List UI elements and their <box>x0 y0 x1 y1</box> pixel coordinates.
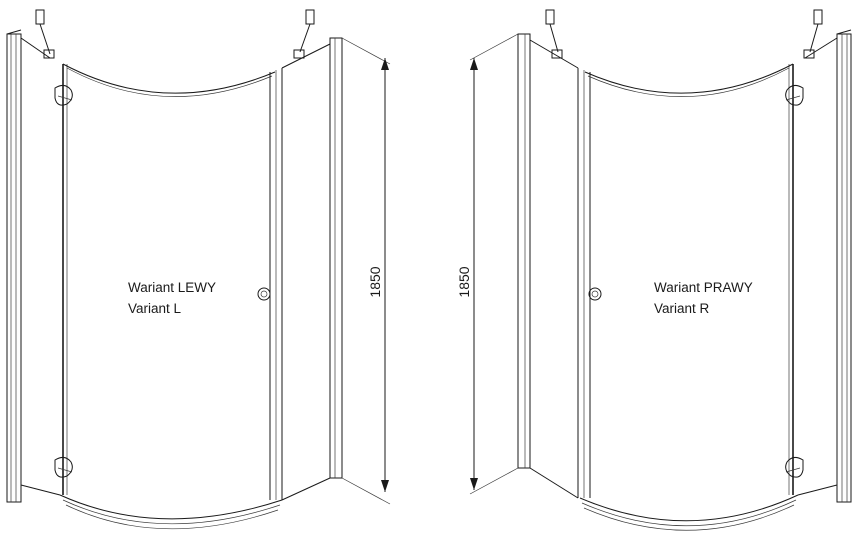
left-variant-label-en: Variant L <box>128 301 182 316</box>
right-height-dimension: 1850 <box>456 266 472 297</box>
left-door-panel <box>62 63 276 495</box>
left-enclosure: 1850 Wariant LEWY Variant L <box>6 9 391 530</box>
right-door-knob <box>588 287 602 301</box>
right-variant-label-pl: Wariant PRAWY <box>654 280 753 295</box>
left-door-hinge-top <box>54 84 73 106</box>
left-curved-base <box>59 494 283 530</box>
right-wall-profile <box>797 29 852 503</box>
left-height-dimension: 1850 <box>367 266 383 297</box>
left-top-bracket-2 <box>293 9 315 59</box>
right-height-dimension-line <box>469 33 519 495</box>
right-door-panel <box>584 63 794 495</box>
left-height-dimension-line <box>341 37 391 505</box>
left-door-hinge-bottom <box>54 456 73 478</box>
left-fixed-panel <box>20 37 61 496</box>
right-top-bracket-2 <box>803 9 823 59</box>
right-variant-label-en: Variant R <box>654 301 710 316</box>
right-curved-base <box>579 494 799 531</box>
right-door-hinge-bottom <box>785 456 804 478</box>
left-door-knob <box>257 287 271 301</box>
left-wall-profile <box>6 29 22 503</box>
left-top-bracket-1 <box>35 9 55 59</box>
left-curved-post <box>269 68 283 500</box>
right-door-hinge-top <box>785 84 804 106</box>
right-back-wall-profile <box>517 33 579 499</box>
left-back-wall-profile <box>281 37 343 501</box>
right-top-bracket-1 <box>545 9 563 59</box>
left-variant-label-pl: Wariant LEWY <box>128 280 216 295</box>
right-curved-post <box>577 68 591 498</box>
right-enclosure: 1850 <box>456 9 852 531</box>
